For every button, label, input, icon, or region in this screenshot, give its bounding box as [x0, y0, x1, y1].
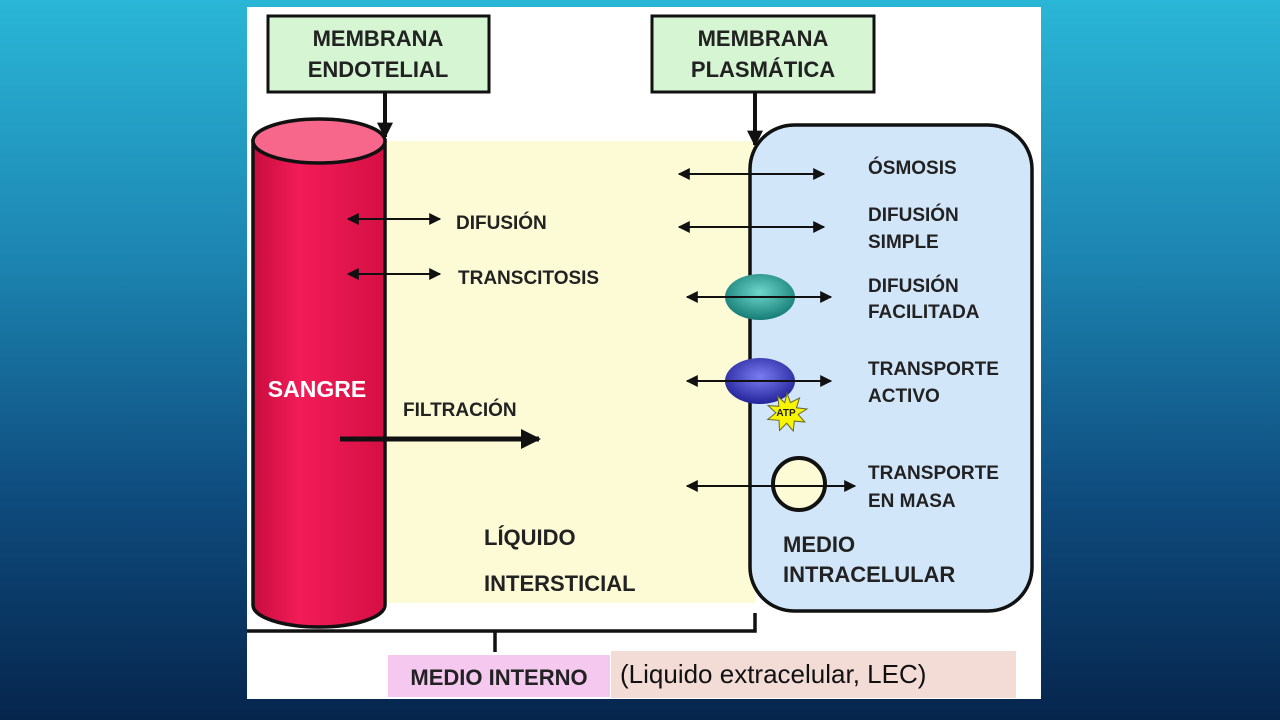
medio-intracelular-line2: INTRACELULAR — [783, 562, 955, 587]
transporte-activo-line2: ACTIVO — [868, 386, 940, 407]
transporte-masa-line2: EN MASA — [868, 491, 956, 512]
membrana-endotelial-line2: ENDOTELIAL — [308, 57, 449, 82]
osmosis-label: ÓSMOSIS — [868, 157, 957, 179]
slide: MEMBRANA ENDOTELIAL MEMBRANA PLASMÁTICA … — [247, 7, 1041, 699]
transporte-activo-line1: TRANSPORTE — [868, 359, 999, 380]
difusion-simple-line2: SIMPLE — [868, 232, 939, 253]
difusion-facilitada-line1: DIFUSIÓN — [868, 275, 959, 297]
liquido-line2: INTERSTICIAL — [484, 571, 636, 596]
difusion-facilitada-line2: FACILITADA — [868, 302, 980, 323]
interstitial-fluid-region — [385, 141, 755, 603]
blood-vessel — [251, 117, 387, 629]
medio-interno-bracket — [247, 613, 757, 633]
membrana-plasmatica-line2: PLASMÁTICA — [691, 57, 835, 82]
filtracion-label: FILTRACIÓN — [403, 399, 517, 421]
atp-label: ATP — [776, 408, 796, 419]
membrana-plasmatica-box — [650, 14, 876, 94]
sangre-label: SANGRE — [268, 376, 366, 402]
medio-intracelular-line1: MEDIO — [783, 532, 855, 557]
membrana-endotelial-box — [266, 14, 491, 94]
membrana-plasmatica-line1: MEMBRANA — [698, 26, 829, 51]
difusion-simple-line1: DIFUSIÓN — [868, 204, 959, 226]
medio-interno-box — [388, 655, 610, 697]
medio-interno-label: MEDIO INTERNO — [410, 665, 587, 690]
vesicle-icon — [771, 456, 827, 512]
membrane-transport-diagram: MEMBRANA ENDOTELIAL MEMBRANA PLASMÁTICA … — [247, 14, 1034, 697]
extracellular-fluid-note: (Liquido extracelular, LEC) — [611, 651, 1016, 698]
difusion-label: DIFUSIÓN — [456, 212, 547, 234]
membrana-endotelial-line1: MEMBRANA — [313, 26, 444, 51]
atp-star-icon — [766, 391, 809, 433]
transporte-masa-line1: TRANSPORTE — [868, 463, 999, 484]
transcitosis-label: TRANSCITOSIS — [458, 268, 599, 289]
liquido-line1: LÍQUIDO — [484, 525, 576, 550]
